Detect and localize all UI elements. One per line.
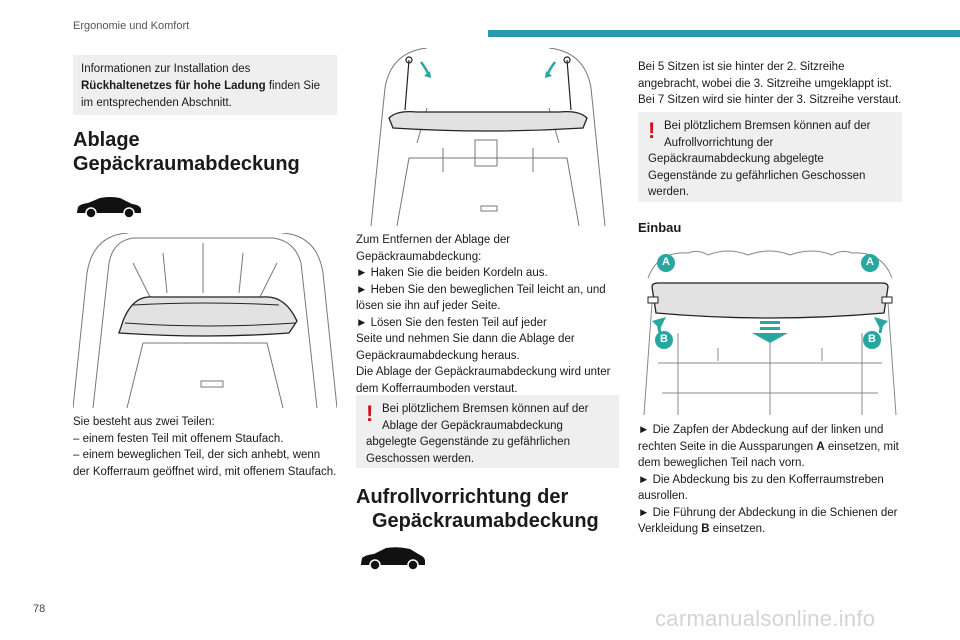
col2-line-9: Die Ablage der Gepäckraumabdeckung wird …: [356, 366, 611, 378]
info-text-pre: Informationen zur Installation des: [81, 63, 251, 75]
col1-text: Sie besteht aus zwei Teilen: – einem fes…: [73, 414, 336, 480]
warning-roller-line-5: werden.: [648, 186, 689, 198]
col3-step-line-3: dem beweglichen Teil nach vorn.: [638, 457, 805, 469]
col3-step-line-1: ► Die Zapfen der Abdeckung auf der linke…: [638, 424, 884, 436]
col3-line-1: Bei 5 Sitzen ist sie hinter der 2. Sitzr…: [638, 61, 845, 73]
warning-shelf-line-1: Bei plötzlichem Bremsen können auf der: [382, 403, 589, 415]
shelf-removal-illustration: [357, 48, 619, 226]
col3-line-2: angebracht, wobei die 3. Sitzreihe umgek…: [638, 77, 892, 90]
warning-box-shelf: ! Bei plötzlichem Bremsen können auf der…: [356, 395, 619, 468]
label-b-right: B: [868, 333, 876, 345]
col3-steps-text: ► Die Zapfen der Abdeckung auf der linke…: [638, 422, 899, 538]
warning-roller-line-1: Bei plötzlichem Bremsen können auf der: [664, 120, 871, 132]
trunk-shelf-illustration: [73, 233, 337, 408]
col3-step-line-7: Verkleidung B einsetzen.: [638, 523, 766, 535]
label-b-left: B: [660, 333, 668, 345]
col2-text: Zum Entfernen der Ablage der Gepäckrauma…: [356, 232, 610, 397]
watermark: carmanualsonline.info: [655, 606, 876, 631]
heading-aufrollvorrichtung: Aufrollvorrichtung der Gepäckraumabdecku…: [356, 485, 599, 533]
col2-line-7: Seite und nehmen Sie dann die Ablage der: [356, 333, 575, 345]
heading-aufroll-line2: Gepäckraumabdeckung: [372, 510, 599, 532]
col3-step-line-6: ► Die Führung der Abdeckung in die Schie…: [638, 506, 898, 519]
warning-exclamation-icon: !: [366, 401, 374, 426]
col2-line-2: Gepäckraumabdeckung:: [356, 250, 482, 263]
page-number: 78: [33, 603, 46, 615]
warning-roller-line-3: Gepäckraumabdeckung abgelegte: [648, 153, 824, 165]
info-text-post: finden Sie im entsprechenden Abschnitt.: [81, 80, 321, 109]
col1-line-4: der Kofferraum geöffnet wird, mit offene…: [73, 465, 337, 478]
col2-line-4: ► Heben Sie den beweglichen Teil leicht …: [356, 283, 606, 296]
info-text-bold: Rückhaltenetzes für hohe Ladung: [81, 80, 266, 92]
warning-roller-line-2: Aufrollvorrichtung der: [664, 136, 774, 149]
col3-step-line-2: rechten Seite in die Aussparungen A eins…: [638, 440, 899, 453]
col3-intro-text: Bei 5 Sitzen ist sie hinter der 2. Sitzr…: [638, 59, 901, 109]
col3-step-line-5: ausrollen.: [638, 490, 688, 502]
col2-line-1: Zum Entfernen der Ablage der: [356, 234, 511, 246]
col2-line-3: ► Haken Sie die beiden Kordeln aus.: [356, 267, 548, 279]
warning-exclamation-icon: !: [648, 118, 656, 143]
col2-line-10: dem Kofferraumboden verstaut.: [356, 382, 518, 395]
warning-shelf-line-2: Ablage der Gepäckraumabdeckung: [382, 419, 563, 432]
col3-step-line-4: ► Die Abdeckung bis zu den Kofferraumstr…: [638, 473, 884, 486]
warning-roller-line-4: Gegenstände zu gefährlichen Geschossen: [648, 169, 866, 182]
col2-line-8: Gepäckraumabdeckung heraus.: [356, 349, 520, 362]
roller-installation-illustration: A A B B: [638, 243, 902, 415]
car-suv-icon: [74, 195, 144, 219]
label-a-right: A: [866, 256, 874, 268]
heading-ablage-line2: Gepäckraumabdeckung: [73, 153, 300, 175]
car-estate-icon: [358, 545, 428, 571]
running-header: Ergonomie und Komfort: [73, 20, 190, 32]
col1-line-2: – einem festen Teil mit offenem Staufach…: [73, 432, 284, 445]
warning-box-roller: ! Bei plötzlichem Bremsen können auf der…: [638, 112, 902, 202]
subheading-einbau: Einbau: [638, 220, 682, 235]
heading-ablage-line1: Ablage: [73, 129, 140, 151]
col2-line-6: ► Lösen Sie den festen Teil auf jeder: [356, 316, 547, 329]
header-accent-bar: [488, 30, 960, 37]
col3-line-3: Bei 7 Sitzen wird sie hinter der 3. Sitz…: [638, 94, 902, 106]
col1-line-1: Sie besteht aus zwei Teilen:: [73, 416, 215, 428]
col1-line-3: – einem beweglichen Teil, der sich anheb…: [73, 449, 321, 461]
warning-shelf-line-3: abgelegte Gegenstände zu gefährlichen: [366, 436, 570, 448]
info-box: Informationen zur Installation des Rückh…: [73, 55, 337, 115]
label-a-left: A: [662, 256, 670, 268]
col2-line-5: lösen sie ihn auf jeder Seite.: [356, 300, 501, 312]
heading-aufroll-line1: Aufrollvorrichtung der: [356, 486, 569, 508]
warning-shelf-line-4: Geschossen werden.: [366, 452, 475, 465]
heading-ablage: Ablage Gepäckraumabdeckung: [73, 128, 300, 176]
